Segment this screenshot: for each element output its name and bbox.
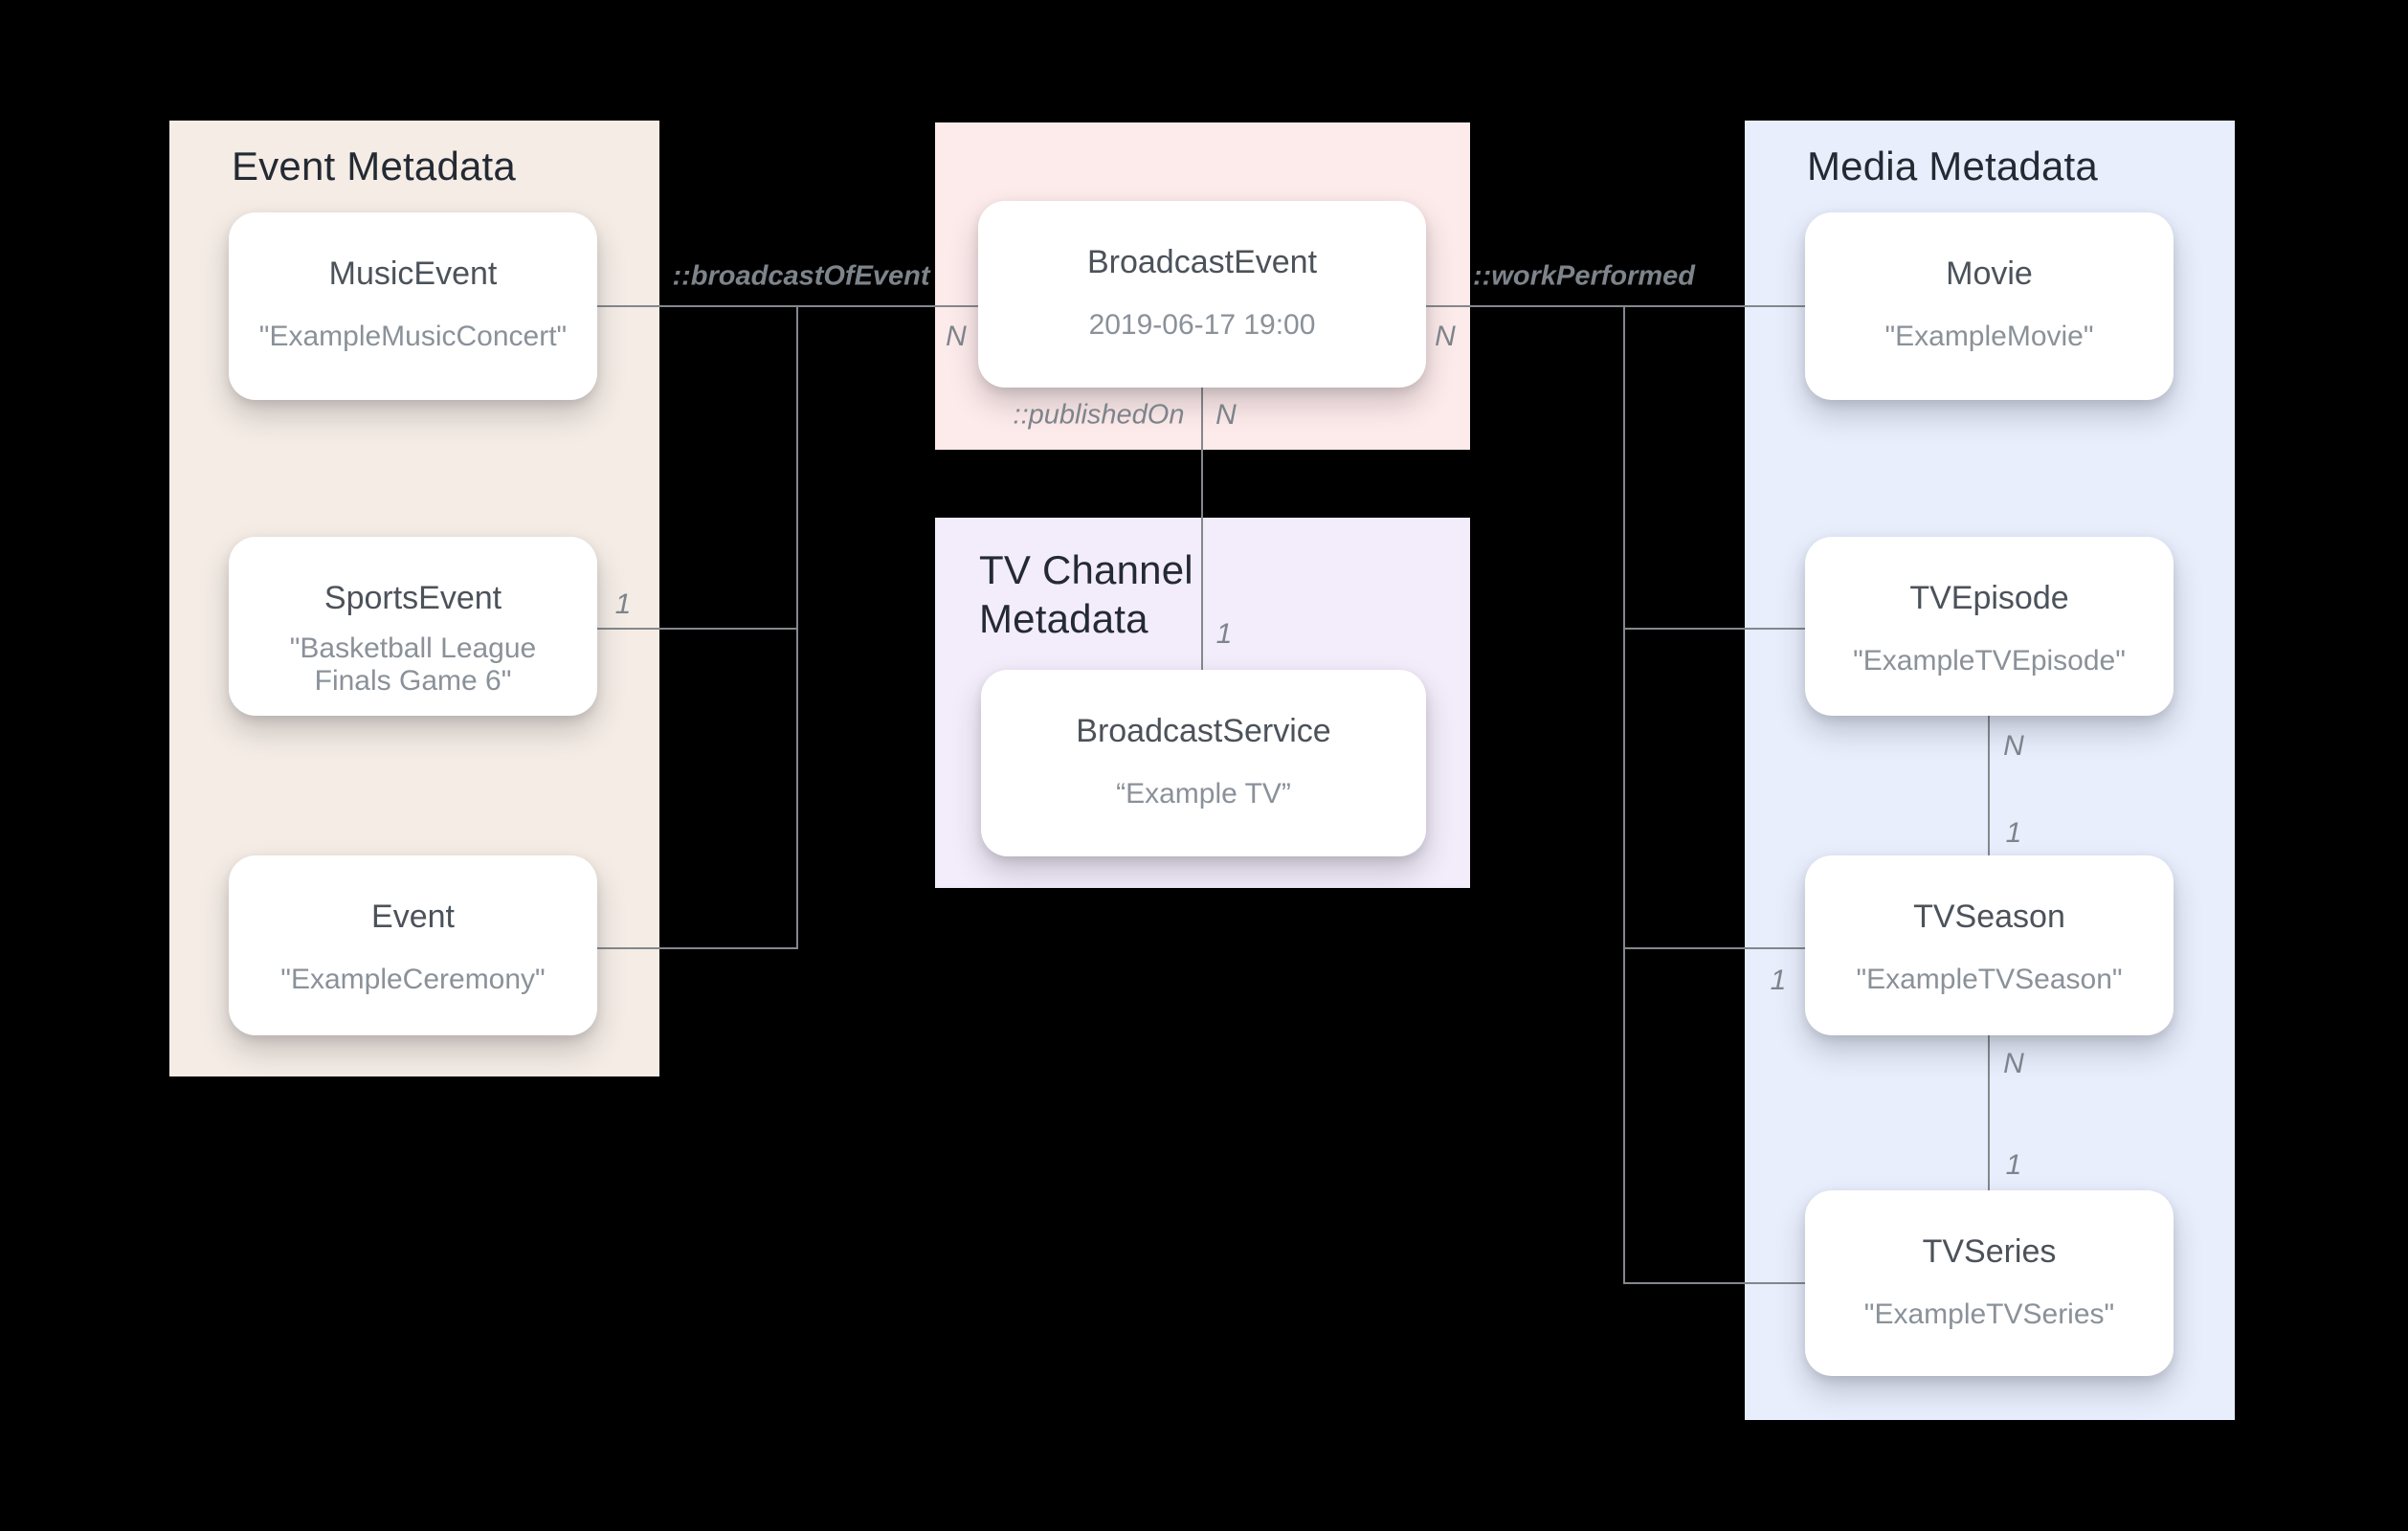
connector-sports-event bbox=[597, 628, 798, 630]
node-broadcast-event: BroadcastEvent 2019-06-17 19:00 bbox=[978, 201, 1426, 388]
node-broadcast-event-value: 2019-06-17 19:00 bbox=[1088, 309, 1316, 341]
connector-left-trunk bbox=[796, 305, 798, 949]
node-music-event-title: MusicEvent bbox=[328, 255, 498, 292]
node-broadcast-service: BroadcastService “Example TV” bbox=[981, 670, 1426, 856]
node-tv-episode-title: TVEpisode bbox=[1909, 580, 2069, 616]
node-sports-event-value: "Basketball League Finals Game 6" bbox=[289, 632, 537, 697]
node-tv-series-title: TVSeries bbox=[1922, 1233, 2057, 1270]
connector-episode-season bbox=[1988, 716, 1990, 855]
node-music-event: MusicEvent "ExampleMusicConcert" bbox=[229, 212, 597, 400]
connector-right-trunk bbox=[1623, 305, 1625, 1284]
node-tv-episode: TVEpisode "ExampleTVEpisode" bbox=[1805, 537, 2174, 716]
node-movie-title: Movie bbox=[1946, 255, 2033, 292]
connector-tv-series bbox=[1623, 1282, 1807, 1284]
node-tv-series: TVSeries "ExampleTVSeries" bbox=[1805, 1190, 2174, 1376]
cardinality-published-n: N bbox=[1215, 399, 1237, 431]
label-broadcast-of-event: ::broadcastOfEvent bbox=[672, 260, 930, 292]
node-broadcast-service-title: BroadcastService bbox=[1076, 713, 1331, 749]
node-tv-series-value: "ExampleTVSeries" bbox=[1863, 1298, 2115, 1330]
event-metadata-title: Event Metadata bbox=[232, 144, 516, 189]
node-music-event-value: "ExampleMusicConcert" bbox=[258, 321, 568, 352]
node-sports-event: SportsEvent "Basketball League Finals Ga… bbox=[229, 537, 597, 716]
cardinality-season-link-one: 1 bbox=[1770, 965, 1787, 996]
cardinality-episode-season-n: N bbox=[2003, 730, 2024, 762]
cardinality-season-series-one: 1 bbox=[2005, 1149, 2022, 1181]
connector-published-on bbox=[1201, 388, 1203, 670]
connector-tv-episode bbox=[1623, 628, 1807, 630]
node-event-title: Event bbox=[371, 899, 455, 935]
node-tv-season: TVSeason "ExampleTVSeason" bbox=[1805, 855, 2174, 1035]
media-metadata-title: Media Metadata bbox=[1807, 144, 2098, 189]
connector-event bbox=[597, 947, 798, 949]
node-event: Event "ExampleCeremony" bbox=[229, 855, 597, 1035]
node-event-value: "ExampleCeremony" bbox=[280, 964, 546, 995]
cardinality-episode-season-one: 1 bbox=[2005, 817, 2022, 849]
node-movie-value: "ExampleMovie" bbox=[1884, 321, 2094, 352]
cardinality-published-one: 1 bbox=[1215, 618, 1233, 650]
connector-tv-season bbox=[1623, 947, 1807, 949]
node-sports-event-title: SportsEvent bbox=[323, 580, 502, 616]
node-broadcast-service-value: “Example TV” bbox=[1116, 778, 1291, 810]
cardinality-sports-one: 1 bbox=[614, 588, 632, 620]
cardinality-broadcast-right-n: N bbox=[1435, 321, 1456, 352]
tv-channel-metadata-title: TV Channel Metadata bbox=[979, 547, 1193, 642]
node-tv-season-value: "ExampleTVSeason" bbox=[1856, 964, 2123, 995]
node-tv-season-title: TVSeason bbox=[1913, 899, 2065, 935]
node-broadcast-event-title: BroadcastEvent bbox=[1086, 244, 1318, 280]
node-movie: Movie "ExampleMovie" bbox=[1805, 212, 2174, 400]
label-work-performed: ::workPerformed bbox=[1472, 260, 1696, 292]
label-published-on: ::publishedOn bbox=[1013, 399, 1185, 431]
cardinality-season-series-n: N bbox=[2003, 1048, 2024, 1079]
node-tv-episode-value: "ExampleTVEpisode" bbox=[1853, 645, 2126, 677]
connector-season-series bbox=[1988, 1035, 1990, 1190]
cardinality-broadcast-left-n: N bbox=[946, 321, 967, 352]
